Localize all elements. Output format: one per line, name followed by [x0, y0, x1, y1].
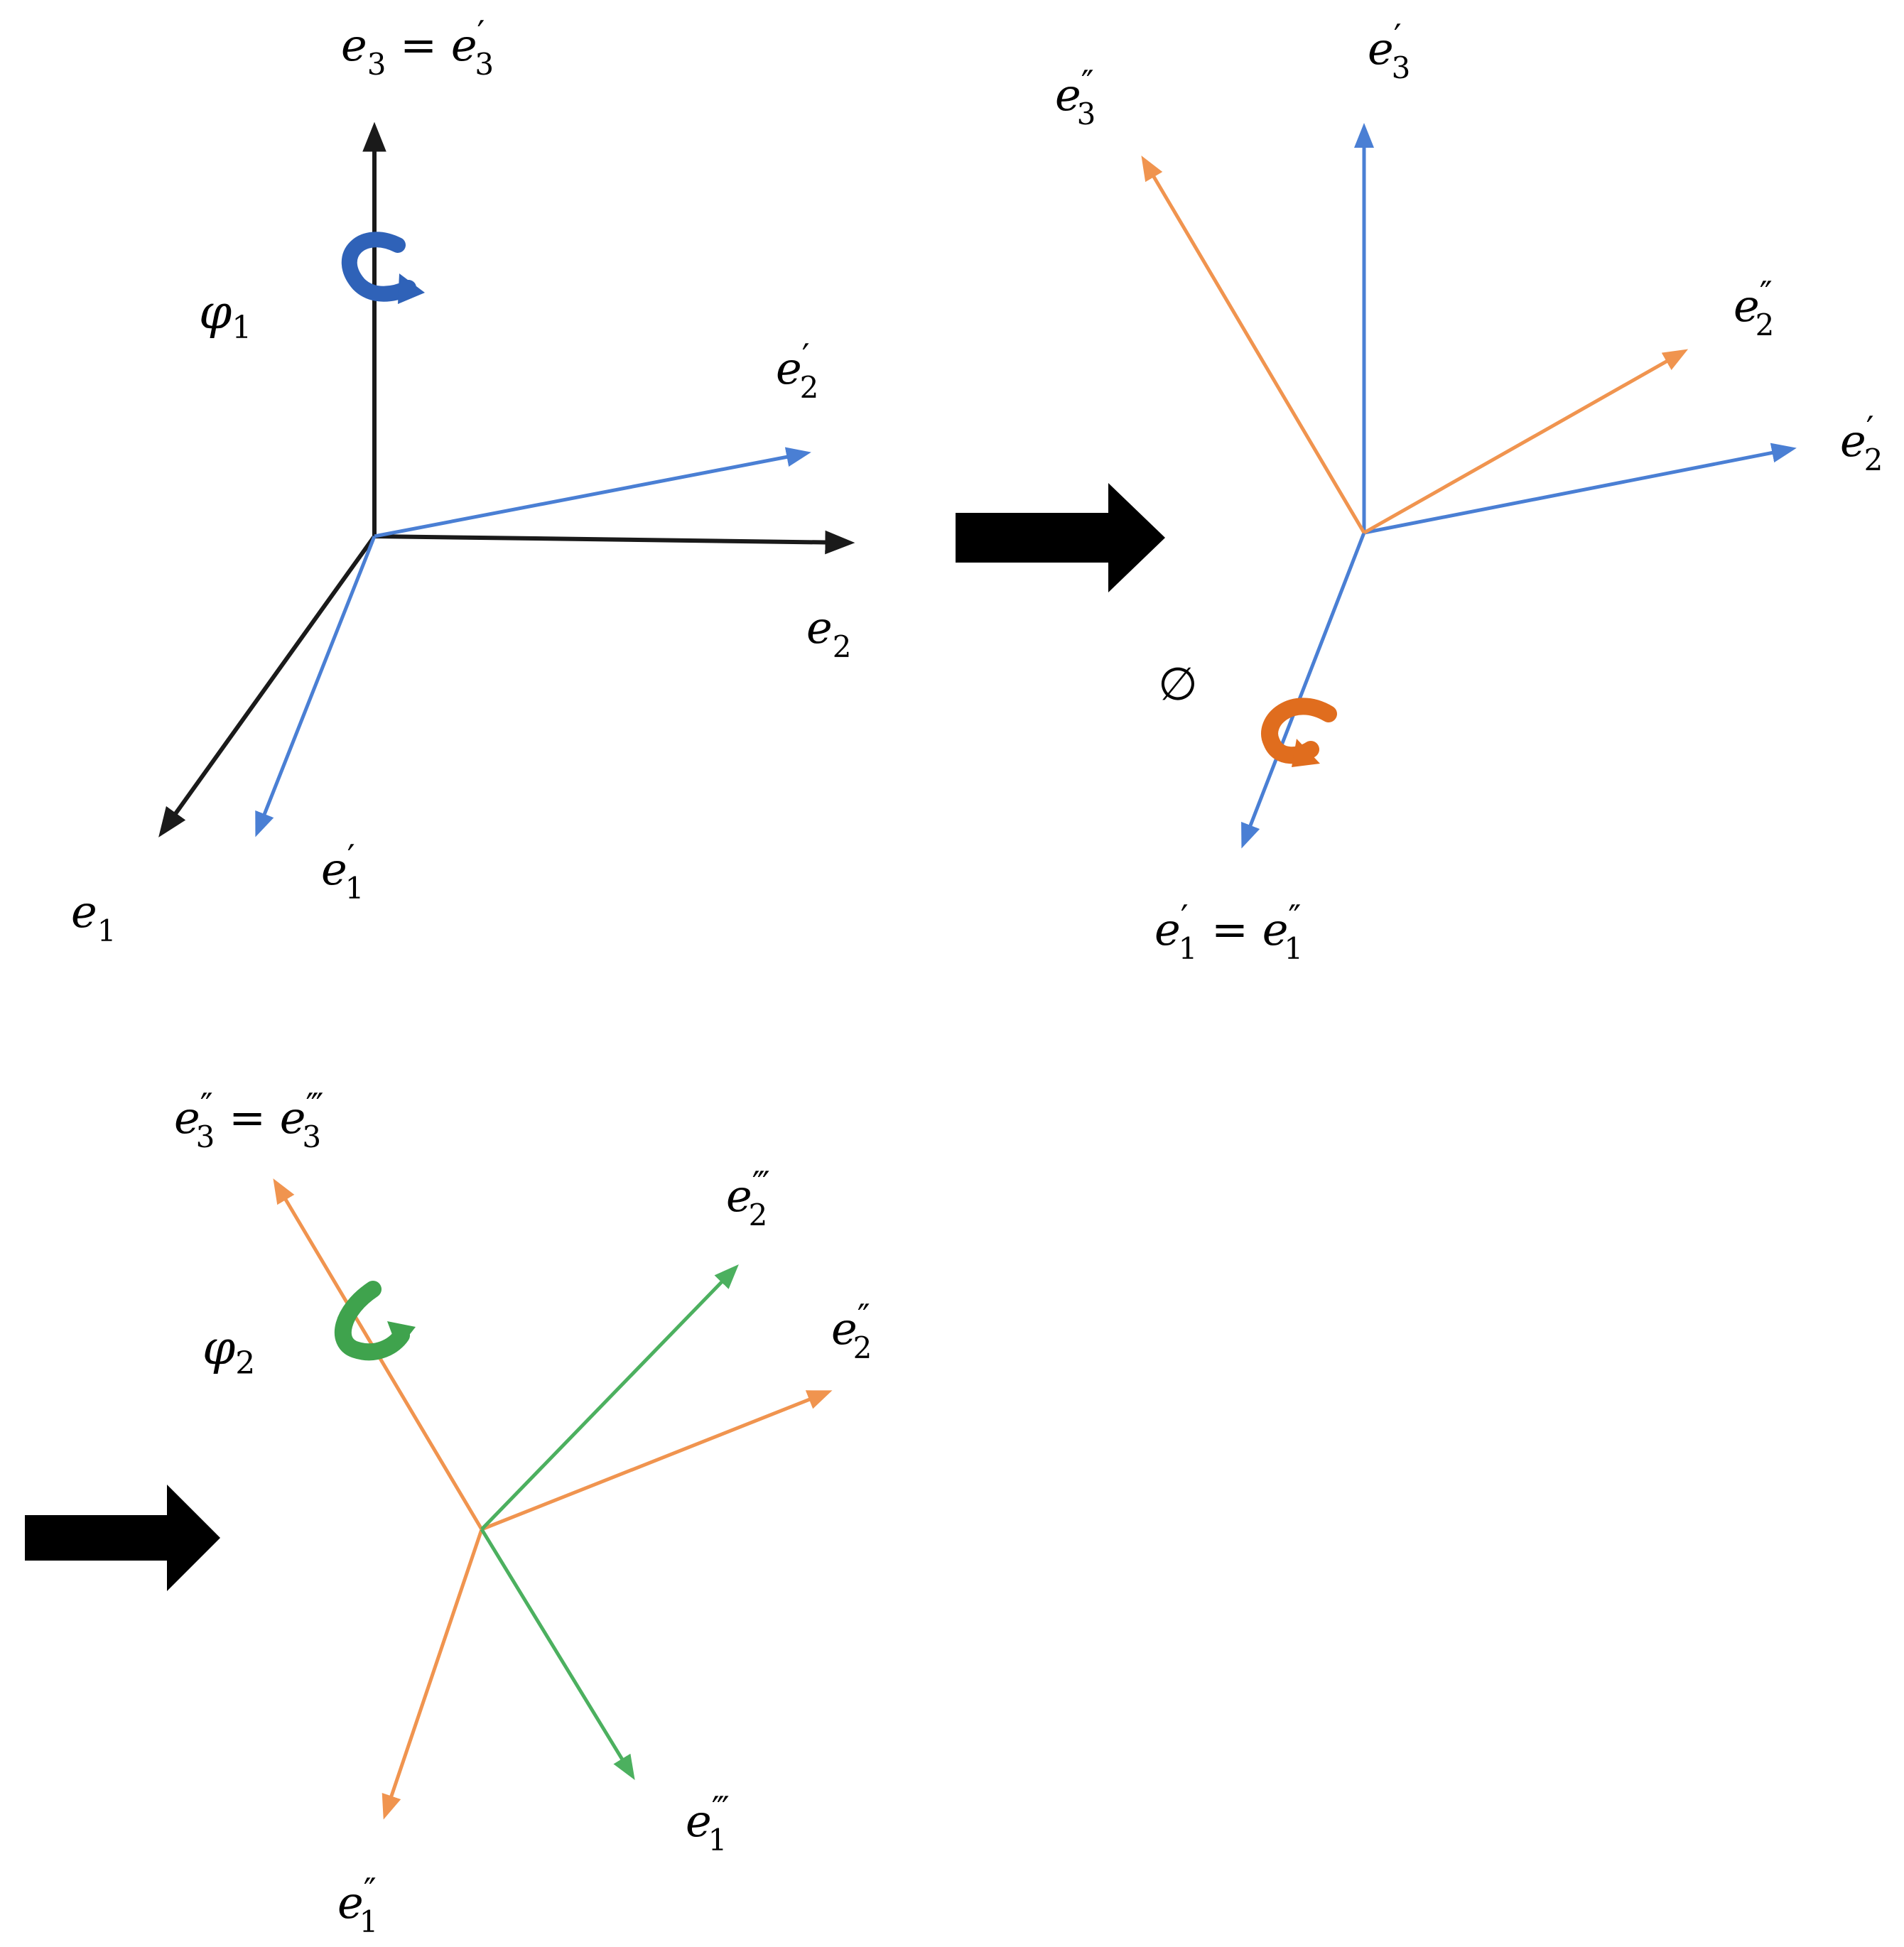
label-e2-triple-prime: e‴2	[726, 1164, 770, 1232]
label-e2-double-prime: e″2	[1733, 274, 1774, 342]
label-e2: e2	[806, 602, 851, 664]
axis-e1-prime-b	[1241, 532, 1366, 849]
label-e2-prime-b: e′2	[1840, 409, 1883, 477]
label-e1: e1	[71, 886, 116, 948]
axis-e2-double-prime-b	[481, 1390, 833, 1531]
axis-e2-prime-b	[1363, 443, 1797, 535]
axis-e2-double-prime	[1363, 349, 1689, 535]
axis-e1	[158, 535, 377, 837]
axis-e2-prime	[374, 447, 811, 538]
step3-frame	[273, 1178, 833, 1820]
rotation-phi1-icon	[341, 232, 425, 304]
label-phi1: φ1	[199, 285, 251, 346]
axis-e3-double-prime	[1141, 155, 1366, 534]
step1-frame	[158, 121, 855, 837]
axis-e1-prime	[255, 536, 377, 837]
axis-e1-triple-prime	[480, 1528, 635, 1780]
label-e3-prime: e′3	[1368, 17, 1410, 85]
label-e1-double-prime: e″1	[337, 1871, 378, 1939]
label-e2-double-prime-b: e″2	[831, 1297, 872, 1365]
axis-e2	[374, 530, 855, 555]
label-e1-triple-prime: e‴1	[686, 1789, 730, 1857]
rotation-phi2-icon	[334, 1281, 416, 1361]
axis-e2-triple-prime	[480, 1264, 739, 1531]
label-phi: ∅	[1158, 658, 1198, 711]
label-e3-double-prime: e″3	[1055, 63, 1096, 131]
label-e1-prime: e′1	[321, 837, 364, 906]
label-phi2: φ2	[202, 1320, 255, 1382]
label-e3-eq-e3-prime: e3 = e′3	[341, 13, 494, 82]
axis-e1-double-prime	[382, 1529, 484, 1820]
label-e2-prime: e′2	[776, 337, 818, 405]
transition-arrow-2-icon	[25, 1485, 220, 1591]
label-e1-prime-eq-e1-double-prime: e′1 = e″1	[1154, 898, 1303, 966]
step2-frame	[1141, 123, 1797, 849]
label-e3-double-prime-eq-e3-triple-prime: e″3 = e‴3	[174, 1086, 323, 1154]
rotation-phi-icon	[1261, 698, 1337, 767]
transition-arrow-1-icon	[956, 483, 1165, 592]
